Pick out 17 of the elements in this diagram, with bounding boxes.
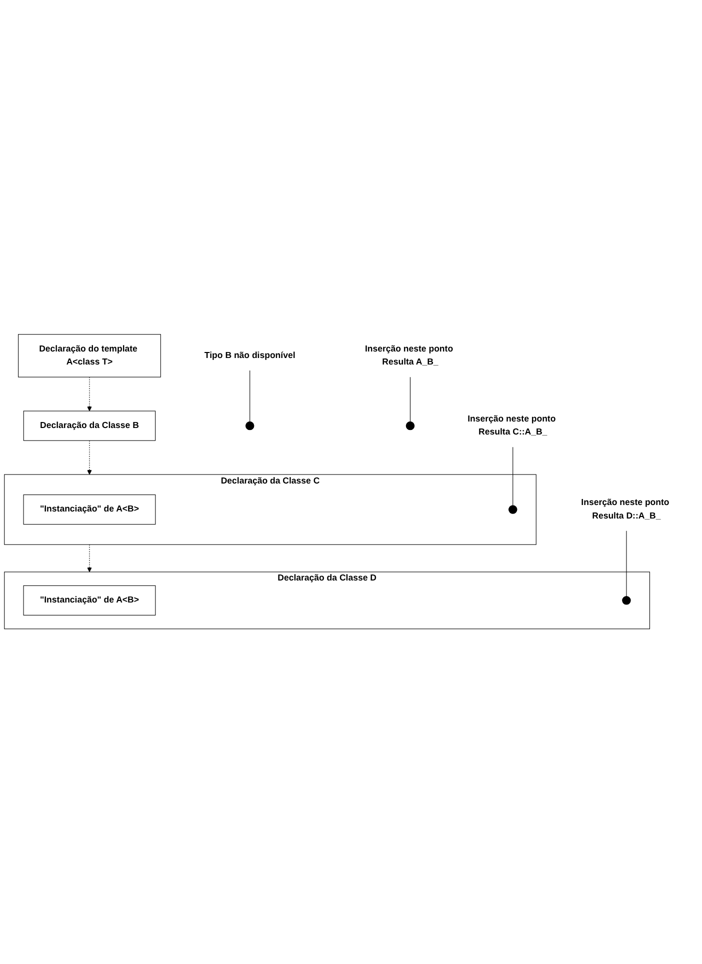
node-text: Inserção neste ponto Resulta D::A_B_ [581,498,670,521]
node-text: Tipo B não disponível [204,351,296,360]
node-text: Inserção neste ponto Resulta C::A_B_ [468,414,556,438]
arrow [87,440,92,476]
arrow [87,544,92,573]
connector [626,530,627,597]
node-circle [508,506,518,514]
node-circle [245,422,254,431]
node-circle [622,596,631,606]
node-box: "Instanciação" de A<B> [23,494,156,525]
node-box: "Instanciação" de A<B> [23,586,156,616]
node-text: Inserção neste ponto Resulta A_B_ [364,344,454,368]
connector [512,447,514,506]
node-box: Declaração do template A<class T> [18,334,161,378]
arrow [87,377,92,412]
node-box: Declaração da Classe B [23,411,156,442]
node-circle [406,422,415,431]
